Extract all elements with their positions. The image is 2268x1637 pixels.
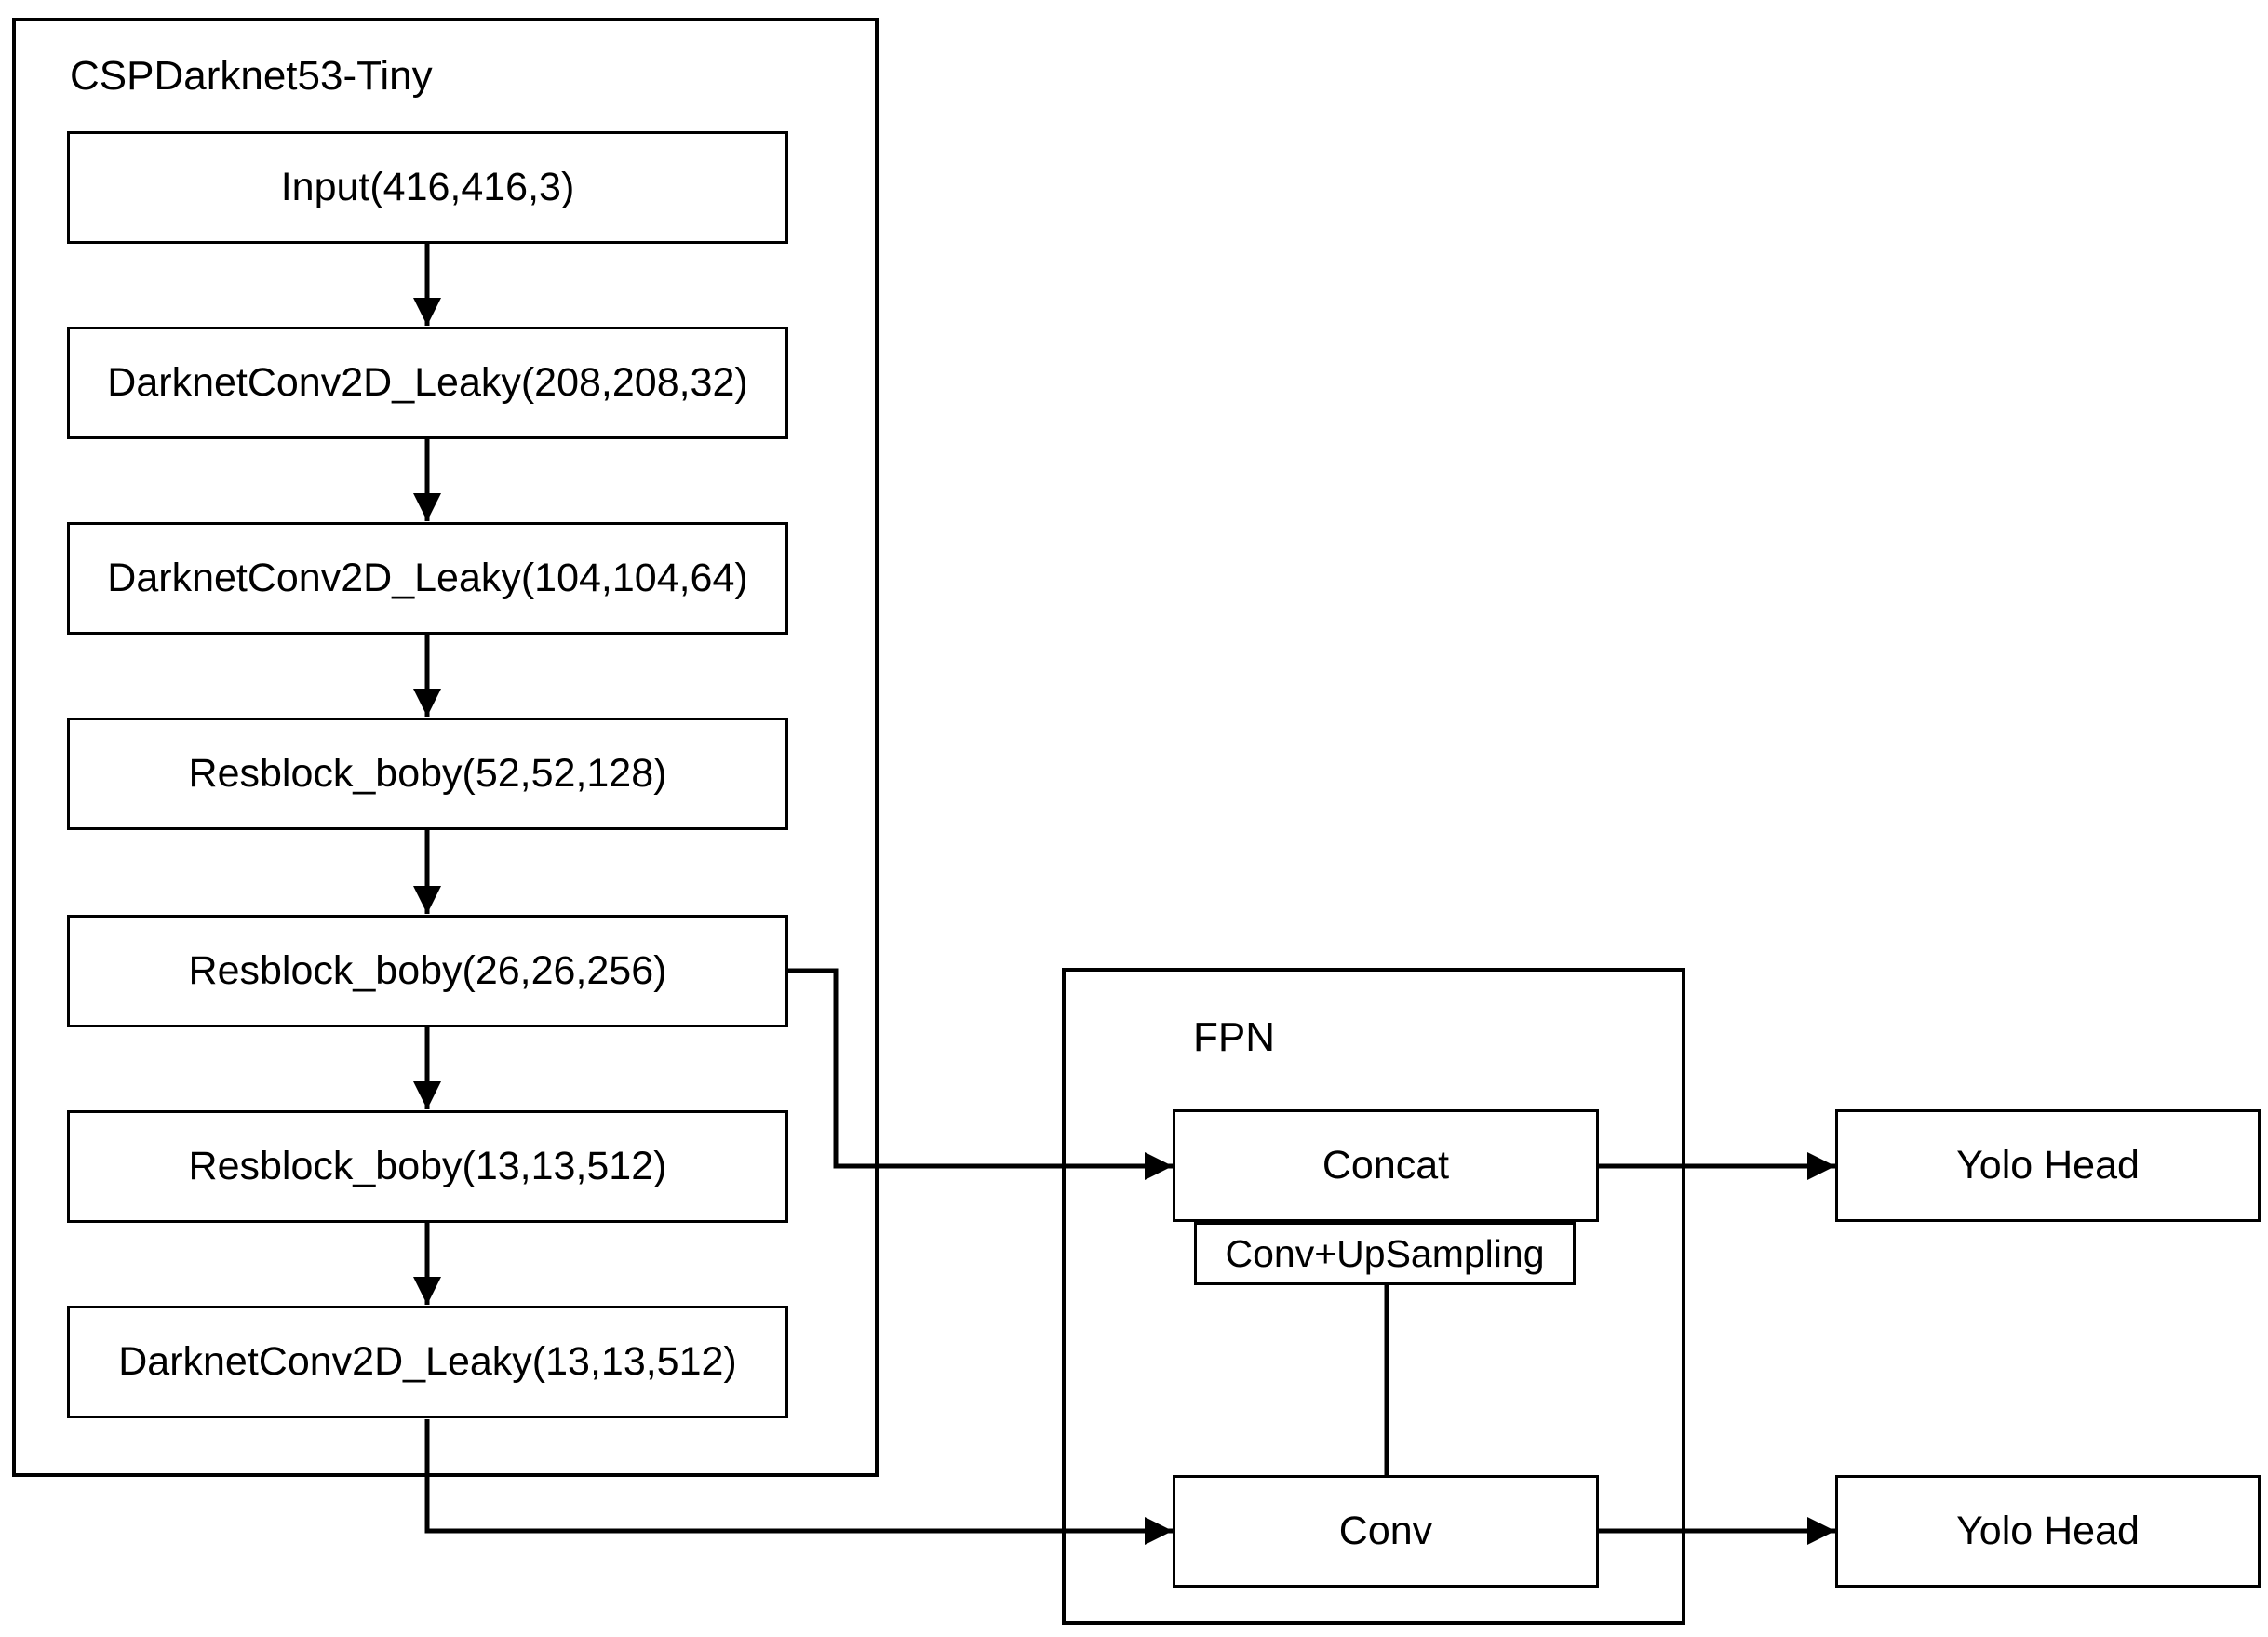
conv-box: Conv xyxy=(1173,1475,1599,1588)
resblock-52-box: Resblock_boby(52,52,128) xyxy=(67,718,788,830)
darknet-conv-13-box: DarknetConv2D_Leaky(13,13,512) xyxy=(67,1306,788,1418)
arrowhead-conv2-to-res1 xyxy=(413,689,441,717)
arrow-conv3-to-conv xyxy=(424,1419,1173,1534)
arrowhead-conv-to-head2 xyxy=(1807,1517,1835,1545)
concat-box: Concat xyxy=(1173,1109,1599,1222)
fpn-panel xyxy=(1062,968,1685,1625)
arrowhead-res2-to-concat xyxy=(1145,1152,1173,1180)
arrowhead-input-to-conv1 xyxy=(413,298,441,326)
backbone-title: CSPDarknet53-Tiny xyxy=(70,53,433,99)
arrow-res2-to-concat xyxy=(786,968,1173,1169)
input-layer-box: Input(416,416,3) xyxy=(67,131,788,244)
fpn-title: FPN xyxy=(1193,1014,1275,1060)
darknet-conv-208-box: DarknetConv2D_Leaky(208,208,32) xyxy=(67,327,788,439)
conv-upsampling-box: Conv+UpSampling xyxy=(1194,1222,1576,1285)
arrowhead-conv1-to-conv2 xyxy=(413,493,441,521)
arrowhead-res3-to-conv3 xyxy=(413,1277,441,1305)
resblock-26-box: Resblock_boby(26,26,256) xyxy=(67,915,788,1027)
arrowhead-res2-to-res3 xyxy=(413,1081,441,1109)
yolo-head-1-box: Yolo Head xyxy=(1835,1109,2261,1222)
backbone-panel xyxy=(12,18,879,1477)
arrowhead-concat-to-head1 xyxy=(1807,1152,1835,1180)
arrowhead-res1-to-res2 xyxy=(413,886,441,914)
resblock-13-box: Resblock_boby(13,13,512) xyxy=(67,1110,788,1223)
yolo-head-2-box: Yolo Head xyxy=(1835,1475,2261,1588)
arrowhead-conv3-to-conv xyxy=(1145,1517,1173,1545)
darknet-conv-104-box: DarknetConv2D_Leaky(104,104,64) xyxy=(67,522,788,635)
